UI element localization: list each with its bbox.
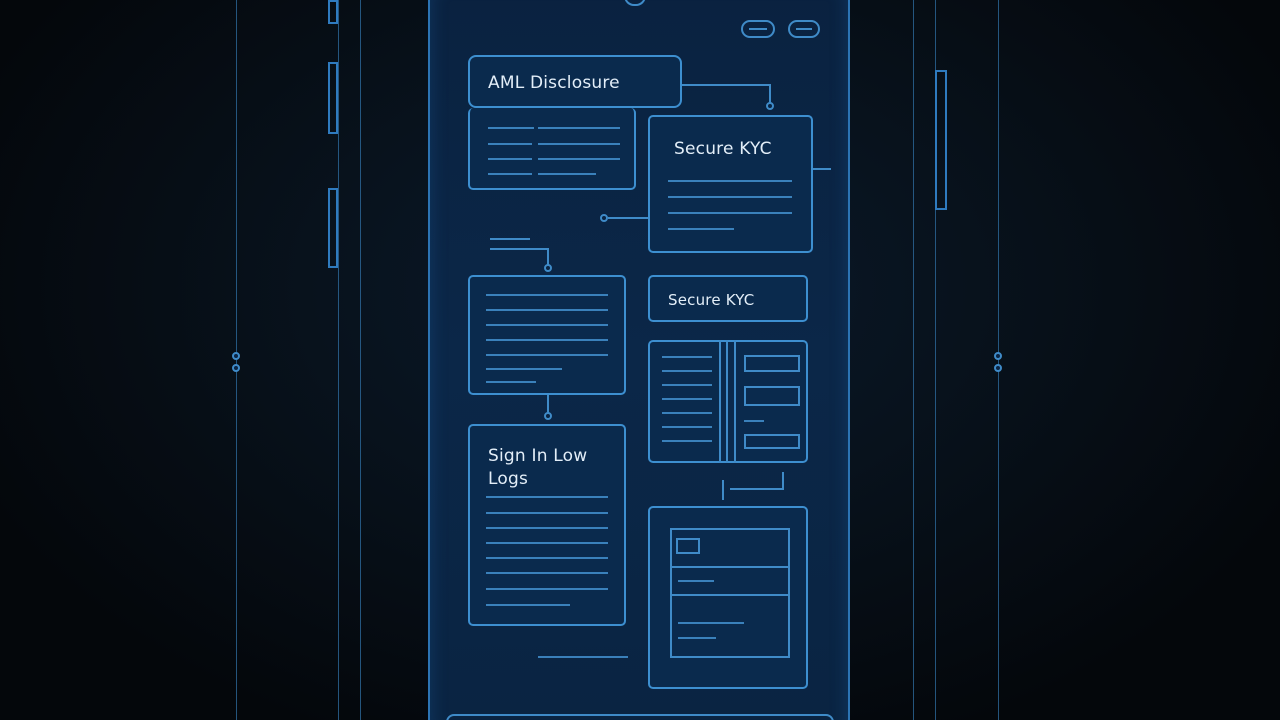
text-line bbox=[662, 384, 712, 386]
text-line bbox=[488, 173, 532, 175]
preview-window bbox=[670, 528, 790, 658]
text-line bbox=[486, 604, 570, 606]
side-tab bbox=[328, 188, 338, 268]
aml-card-title: AML Disclosure bbox=[488, 73, 620, 93]
text-line bbox=[486, 588, 608, 590]
text-line bbox=[538, 158, 620, 160]
text-line bbox=[486, 309, 608, 311]
divider bbox=[670, 566, 790, 568]
login-card[interactable]: Sign In Low Logs bbox=[468, 424, 626, 626]
text-line bbox=[662, 412, 712, 414]
text-line bbox=[486, 381, 536, 383]
text-line bbox=[662, 370, 712, 372]
guide-node bbox=[994, 364, 1002, 372]
image-placeholder-icon bbox=[676, 538, 700, 554]
text-line bbox=[486, 324, 608, 326]
guide-line-right bbox=[935, 0, 936, 720]
kyc-button[interactable]: Secure KYC bbox=[648, 275, 808, 322]
document-card[interactable] bbox=[468, 275, 626, 395]
side-tab bbox=[328, 62, 338, 134]
text-line bbox=[486, 339, 608, 341]
text-line bbox=[538, 173, 596, 175]
text-line bbox=[662, 356, 712, 358]
guide-node bbox=[232, 364, 240, 372]
divider bbox=[538, 656, 628, 658]
bottom-bar[interactable] bbox=[446, 714, 834, 720]
text-line bbox=[488, 143, 532, 145]
connector bbox=[813, 168, 831, 170]
text-line bbox=[486, 527, 608, 529]
connector bbox=[547, 395, 549, 413]
connector bbox=[722, 480, 724, 500]
login-card-title-line1: Sign In Low bbox=[488, 446, 588, 466]
input-field[interactable] bbox=[744, 355, 800, 372]
connector bbox=[782, 472, 784, 490]
text-line bbox=[486, 496, 608, 498]
text-line bbox=[488, 158, 532, 160]
text-line bbox=[678, 580, 714, 582]
aml-card-header[interactable]: AML Disclosure bbox=[468, 55, 682, 108]
kyc-card-title: Secure KYC bbox=[674, 139, 772, 159]
connector bbox=[769, 84, 771, 104]
text-line bbox=[668, 228, 734, 230]
text-line bbox=[662, 426, 712, 428]
text-line bbox=[486, 542, 608, 544]
guide-node bbox=[994, 352, 1002, 360]
side-tab bbox=[935, 70, 947, 210]
form-card[interactable] bbox=[648, 340, 808, 463]
divider bbox=[670, 594, 790, 596]
connector bbox=[490, 238, 530, 240]
text-line bbox=[486, 572, 608, 574]
kyc-card[interactable]: Secure KYC bbox=[648, 115, 813, 253]
connector-node bbox=[544, 264, 552, 272]
connector-node bbox=[600, 214, 608, 222]
column-divider bbox=[719, 340, 721, 463]
input-field[interactable] bbox=[744, 434, 800, 449]
text-line bbox=[662, 440, 712, 442]
connector-node bbox=[544, 412, 552, 420]
column-divider bbox=[726, 340, 728, 463]
connector bbox=[730, 488, 784, 490]
connector bbox=[547, 248, 549, 266]
text-line bbox=[486, 294, 608, 296]
connector bbox=[608, 217, 648, 219]
text-line bbox=[662, 398, 712, 400]
preview-card[interactable] bbox=[648, 506, 808, 689]
column-divider bbox=[734, 340, 736, 463]
text-line bbox=[678, 622, 744, 624]
guide-node bbox=[232, 352, 240, 360]
text-line bbox=[668, 180, 792, 182]
login-card-title-line2: Logs bbox=[488, 469, 529, 489]
guide-line-left-inner bbox=[360, 0, 361, 720]
text-line bbox=[744, 420, 764, 422]
text-line bbox=[668, 196, 792, 198]
guide-line-right-inner bbox=[913, 0, 914, 720]
guide-line-left-outer bbox=[236, 0, 237, 720]
text-line bbox=[486, 368, 562, 370]
guide-line-right-outer bbox=[998, 0, 999, 720]
text-line bbox=[486, 354, 608, 356]
text-line bbox=[668, 212, 792, 214]
text-line bbox=[486, 512, 608, 514]
text-line bbox=[678, 637, 716, 639]
kyc-button-label: Secure KYC bbox=[668, 291, 755, 309]
connector bbox=[490, 248, 548, 250]
input-field[interactable] bbox=[744, 386, 800, 406]
connector-node bbox=[766, 102, 774, 110]
connector bbox=[682, 84, 770, 86]
guide-line-left bbox=[338, 0, 339, 720]
side-tab bbox=[328, 0, 338, 24]
text-line bbox=[538, 143, 620, 145]
text-line bbox=[486, 557, 608, 559]
settings-icon[interactable] bbox=[788, 20, 820, 38]
text-line bbox=[538, 127, 620, 129]
text-line bbox=[488, 127, 534, 129]
minimize-icon[interactable] bbox=[741, 20, 775, 38]
aml-card-body[interactable] bbox=[468, 108, 636, 190]
